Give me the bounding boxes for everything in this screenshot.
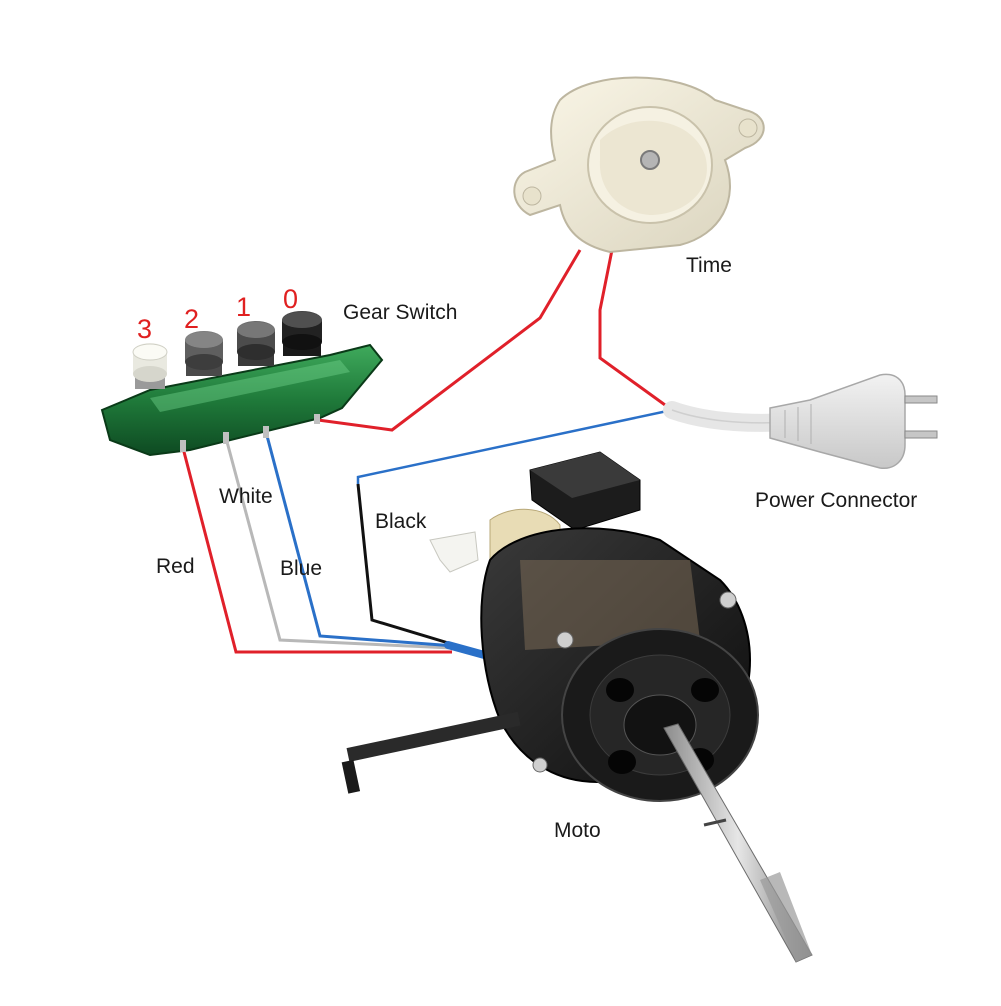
- button-2: [185, 331, 223, 376]
- motor-wire-bundle: [444, 641, 492, 660]
- capacitor: [529, 451, 641, 531]
- blue-wire-switch: [264, 431, 456, 648]
- terminal: [223, 432, 229, 444]
- gear-switch-label: Gear Switch: [343, 301, 458, 324]
- red-wire-timer: [317, 249, 582, 432]
- motor-unit: [341, 451, 813, 963]
- oscillation-knob: [429, 531, 479, 573]
- button-3: [132, 343, 168, 389]
- position-label-0: 0: [283, 284, 299, 314]
- position-label-1: 1: [236, 292, 252, 322]
- plug-prong: [904, 430, 938, 439]
- position-label-3: 3: [137, 314, 153, 344]
- blue-wire-label: Blue: [280, 557, 323, 580]
- wires: [181, 249, 673, 660]
- timer-unit: [513, 76, 765, 254]
- position-label-2: 2: [184, 304, 200, 334]
- gear-switch-unit: [100, 311, 384, 457]
- power-plug: [663, 373, 938, 469]
- blue-wire-power: [356, 408, 673, 484]
- black-wire-label: Black: [375, 510, 427, 533]
- timer-shaft: [640, 150, 660, 170]
- plug-prong: [904, 395, 938, 404]
- black-wire: [356, 483, 456, 647]
- power-connector-label: Power Connector: [755, 489, 918, 512]
- plug-body: [769, 373, 906, 469]
- red-wire-power: [598, 249, 673, 412]
- motor-label: Moto: [554, 819, 601, 842]
- button-0: [282, 311, 322, 356]
- white-wire: [224, 437, 453, 650]
- terminal: [263, 426, 269, 438]
- rear-shaft: [346, 711, 521, 762]
- red-wire: [181, 447, 452, 654]
- white-wire-label: White: [219, 485, 273, 508]
- terminal: [314, 414, 320, 424]
- timer-label: Time: [686, 254, 732, 277]
- terminal: [180, 440, 186, 452]
- button-1: [237, 321, 275, 366]
- gear-switch-body: [100, 343, 384, 457]
- red-wire-label: Red: [156, 555, 195, 578]
